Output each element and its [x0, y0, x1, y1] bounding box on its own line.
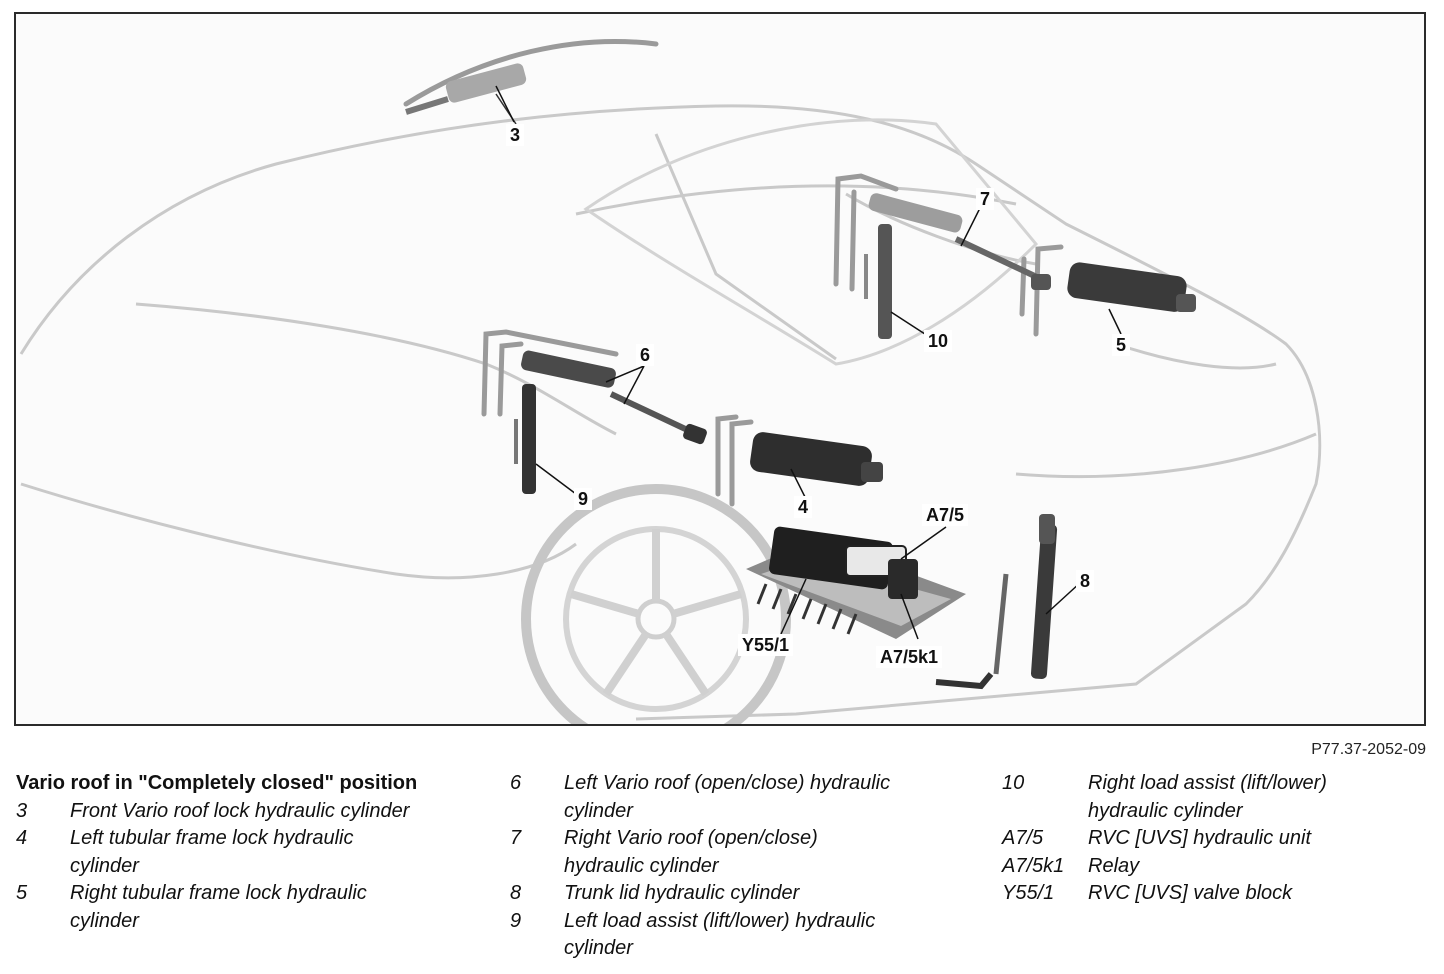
legend-code: Y55/1	[1002, 882, 1055, 904]
callout-y55-1: Y55/1	[738, 634, 794, 656]
legend-column-2: 6 Left Vario roof (open/close) hydraulic…	[510, 770, 960, 963]
legend-item: A7/5k1 Relay	[1002, 853, 1432, 881]
callout-10: 10	[924, 330, 953, 352]
legend-item: 10 Right load assist (lift/lower) hydrau…	[1002, 770, 1432, 825]
legend-desc: Relay	[1088, 854, 1140, 877]
legend-item: 5 Right tubular frame lock hydraulic cyl…	[16, 880, 476, 935]
legend-desc: Front Vario roof lock hydraulic cylinder	[70, 799, 410, 822]
legend-code: 7	[510, 827, 522, 849]
callout-6: 6	[636, 344, 655, 366]
diagram-figure: 3 6 7 5 10 9 4 A7/5 8 Y55/1 A7/5k1	[14, 12, 1426, 726]
legend-desc: Left load assist (lift/lower) hydraulic …	[564, 909, 876, 960]
callout-a7-5: A7/5	[922, 504, 969, 526]
legend-code: 3	[16, 799, 28, 822]
legend-title: Vario roof in "Completely closed" positi…	[16, 772, 418, 794]
cylinder-6	[521, 350, 707, 445]
legend-desc: RVC [UVS] hydraulic unit	[1088, 827, 1312, 849]
legend-column-3: 10 Right load assist (lift/lower) hydrau…	[1002, 770, 1432, 908]
legend-desc: Right Vario roof (open/close) hydraulic …	[564, 827, 818, 877]
legend-code: 9	[510, 909, 522, 932]
hydraulic-unit	[746, 526, 966, 639]
legend-code: A7/5	[1002, 827, 1044, 849]
legend-desc: Trunk lid hydraulic cylinder	[564, 882, 800, 904]
callout-9: 9	[574, 488, 593, 510]
cylinder-10	[864, 224, 892, 339]
legend-column-1: Vario roof in "Completely closed" positi…	[16, 770, 476, 935]
legend-desc: Right load assist (lift/lower) hydraulic…	[1088, 772, 1327, 822]
leader-lines	[495, 85, 1122, 640]
legend-item: 9 Left load assist (lift/lower) hydrauli…	[510, 908, 960, 963]
vehicle-illustration	[19, 39, 1322, 724]
legend-code: 8	[510, 882, 522, 904]
legend-item: 7 Right Vario roof (open/close) hydrauli…	[510, 825, 960, 880]
legend-code: 4	[16, 827, 28, 849]
callout-7: 7	[976, 188, 995, 210]
callout-4: 4	[794, 496, 813, 518]
legend-code: 10	[1002, 772, 1025, 794]
hydraulic-lines	[403, 39, 1064, 507]
figure-code: P77.37-2052-09	[1311, 741, 1426, 758]
legend-code: 6	[510, 772, 522, 794]
legend-desc: Right tubular frame lock hydraulic cylin…	[70, 882, 367, 932]
cylinder-8	[935, 514, 1058, 690]
callout-8: 8	[1076, 570, 1095, 592]
callout-5: 5	[1112, 334, 1131, 356]
legend-item: 8 Trunk lid hydraulic cylinder	[510, 880, 960, 908]
legend-code: A7/5k1	[1002, 854, 1065, 877]
front-wheel	[521, 484, 791, 724]
cylinder-9	[514, 384, 536, 494]
legend-item: 4 Left tubular frame lock hydraulic cyli…	[16, 825, 476, 880]
cylinder-4	[750, 432, 883, 486]
legend-desc: Left tubular frame lock hydraulic cylind…	[70, 827, 354, 877]
legend-desc: RVC [UVS] valve block	[1088, 882, 1293, 904]
cylinder-5	[1067, 262, 1196, 312]
callout-a7-5k1: A7/5k1	[876, 646, 943, 668]
cylinder-7	[868, 193, 1051, 290]
legend-item: 3 Front Vario roof lock hydraulic cylind…	[16, 798, 476, 826]
legend-item: Y55/1 RVC [UVS] valve block	[1002, 880, 1432, 908]
legend-item: A7/5 RVC [UVS] hydraulic unit	[1002, 825, 1432, 853]
legend-code: 5	[16, 882, 28, 904]
legend-item: 6 Left Vario roof (open/close) hydraulic…	[510, 770, 960, 825]
car-body-outline	[19, 104, 1322, 721]
legend-desc: Left Vario roof (open/close) hydraulic c…	[564, 772, 891, 822]
callout-3: 3	[506, 124, 525, 146]
